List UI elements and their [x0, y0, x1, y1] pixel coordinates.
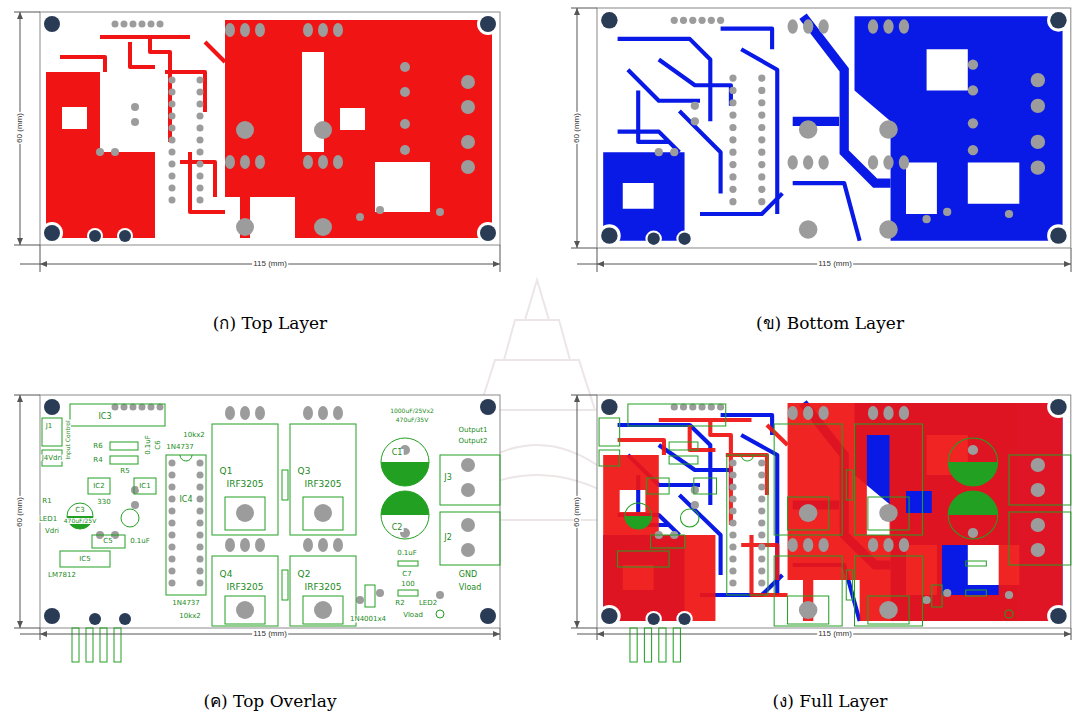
silkscreen-label: J3 — [443, 474, 452, 482]
silkscreen-label: 330 — [96, 499, 111, 506]
dimension-label: 115 (mm) — [817, 630, 853, 638]
silkscreen-label: IC4 — [178, 496, 193, 504]
silkscreen-label: IC3 — [97, 413, 112, 421]
silkscreen-label: 470uF/25V — [63, 518, 97, 524]
dimension-label: 60 (mm) — [573, 496, 581, 528]
dimension-label: 60 (mm) — [16, 112, 24, 144]
dimension-arrows — [17, 8, 1071, 637]
silkscreen-label: Vload — [402, 612, 424, 619]
silkscreen-label: LED2 — [418, 600, 438, 607]
panel-caption: (ค) Top Overlay — [203, 687, 336, 714]
silkscreen-label: IRF3205 — [304, 583, 343, 592]
silkscreen-label: 1N4737 — [165, 444, 195, 451]
top-layer-board — [40, 12, 500, 245]
silkscreen-label: IC5 — [78, 556, 91, 563]
silkscreen-label: Output1 — [458, 427, 489, 434]
silkscreen-label: J4Vdri — [41, 455, 64, 462]
silkscreen-label: 100 — [400, 581, 415, 588]
silkscreen-label: Vload — [458, 584, 483, 592]
silkscreen-label: IRF3205 — [226, 480, 265, 489]
silkscreen-label: C5 — [102, 538, 113, 545]
silkscreen-label: C6 — [155, 439, 162, 450]
silkscreen-label: 0.1uF — [396, 550, 418, 557]
dimension-label: 115 (mm) — [252, 630, 288, 638]
silkscreen-label: Q2 — [297, 570, 312, 579]
overlay-board — [40, 395, 500, 662]
silkscreen-label: Output2 — [458, 438, 489, 445]
silkscreen-label: LED1 — [38, 516, 58, 523]
dimension-label: 115 (mm) — [252, 260, 288, 268]
silkscreen-label: 470uF/35V — [395, 417, 429, 423]
dimension-label: 60 (mm) — [573, 112, 581, 144]
silkscreen-label: 0.1uF — [129, 538, 151, 545]
silkscreen-label: 1N4737 — [171, 600, 201, 607]
silkscreen-label: IC1 — [138, 483, 151, 490]
silkscreen-label: Q3 — [297, 467, 312, 476]
silkscreen-label: 1N4001x4 — [349, 616, 387, 623]
silkscreen-label: C3 — [74, 507, 85, 514]
bottom-layer-board — [597, 8, 1071, 248]
silkscreen-label: IRF3205 — [226, 583, 265, 592]
silkscreen-label: IRF3205 — [304, 480, 343, 489]
silkscreen-label: GND — [458, 571, 478, 579]
silkscreen-label: 0.1uF — [145, 434, 152, 456]
figure-panel: (ก) Top Layer — [0, 0, 537, 345]
silkscreen-label: Q4 — [219, 570, 234, 579]
silkscreen-label: 10kx2 — [182, 432, 206, 439]
silkscreen-label: R6 — [92, 443, 103, 450]
silkscreen-label: LM7812 — [47, 572, 77, 579]
silkscreen-label: C7 — [401, 571, 412, 578]
dimension-label: 115 (mm) — [817, 260, 853, 268]
silkscreen-label: J1 — [45, 423, 54, 430]
silkscreen-label: J2 — [443, 534, 452, 542]
figure-panel: (ง) Full Layer — [537, 355, 1075, 718]
dimension-label: 60 (mm) — [16, 496, 24, 528]
full-layer-board — [597, 395, 1071, 662]
silkscreen-label: R4 — [92, 457, 103, 464]
silkscreen-label: R1 — [41, 498, 52, 505]
figure-panel: (ค) Top Overlay — [0, 355, 537, 718]
panel-caption: (ข) Bottom Layer — [756, 309, 904, 336]
dimension-lines — [14, 8, 1071, 640]
silkscreen-label: C2 — [391, 524, 404, 532]
panel-caption: (ง) Full Layer — [773, 687, 888, 714]
silkscreen-label: R5 — [119, 468, 130, 475]
silkscreen-label: 10kx2 — [178, 613, 202, 620]
silkscreen-label: Input Control — [65, 419, 71, 460]
silkscreen-label: R2 — [394, 600, 405, 607]
silkscreen-label: Q1 — [219, 467, 234, 476]
silkscreen-label: IC2 — [92, 483, 105, 490]
figure-panel: (ข) Bottom Layer — [537, 0, 1075, 345]
silkscreen-label: C1 — [391, 449, 404, 457]
silkscreen-label: Vdri — [44, 528, 60, 535]
silkscreen-label: 1000uF/25Vx2 — [389, 408, 435, 414]
panel-caption: (ก) Top Layer — [213, 309, 327, 336]
